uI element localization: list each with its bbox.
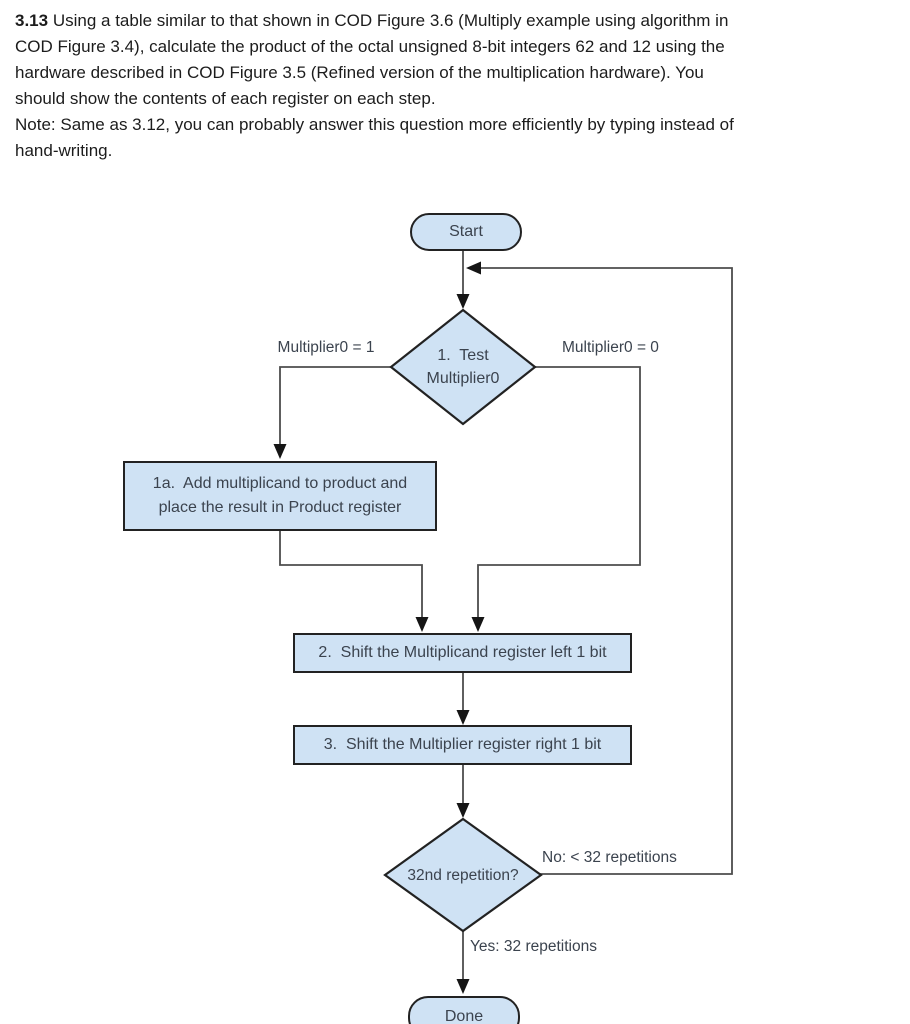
no-branch-label: No: < 32 repetitions [542,849,677,866]
edge-no-loop-back [474,267,733,875]
question-line-text: Using a table similar to that shown in C… [52,11,729,30]
arrowhead-into-test [456,294,470,309]
test-multiplier-diamond [389,308,537,426]
question-text: 3.13 Using a table similar to that shown… [15,8,895,164]
edge-multiplier-zero [477,366,641,625]
question-line: 3.13 Using a table similar to that shown… [15,8,895,34]
question-line: should show the contents of each registe… [15,89,436,108]
shift-multiplicand-node: 2. Shift the Multiplicand register left … [293,633,632,673]
done-node: Done [408,996,520,1024]
arrowhead-right-into-shift-left [471,617,485,632]
add-multiplicand-line2: place the result in Product register [158,499,402,516]
arrowhead-into-shift-right [456,710,470,725]
add-multiplicand-line1: 1a. Add multiplicand to product and [152,475,408,492]
arrowhead-into-repetition [456,803,470,818]
edge-add-to-shift-left [279,531,423,625]
question-number: 3.13 [15,11,49,30]
question-note-line: Note: Same as 3.12, you can probably ans… [15,115,734,134]
arrowhead-loop-back [466,261,481,275]
arrowhead-into-add [273,444,287,459]
yes-branch-label: Yes: 32 repetitions [470,938,597,955]
edge-multiplier-one [279,366,392,452]
multiplier-zero-label: Multiplier0 = 0 [562,339,659,356]
question-line: hardware described in COD Figure 3.5 (Re… [15,63,704,82]
start-node: Start [410,213,522,251]
question-line: COD Figure 3.4), calculate the product o… [15,37,725,56]
arrowhead-left-into-shift-left [415,617,429,632]
shift-multiplier-node: 3. Shift the Multiplier register right 1… [293,725,632,765]
question-note-line: hand-writing. [15,141,113,160]
multiplier-one-label: Multiplier0 = 1 [277,339,375,356]
arrowhead-into-done [456,979,470,994]
repetition-diamond [383,817,543,933]
add-multiplicand-node: 1a. Add multiplicand to product and plac… [123,461,437,531]
